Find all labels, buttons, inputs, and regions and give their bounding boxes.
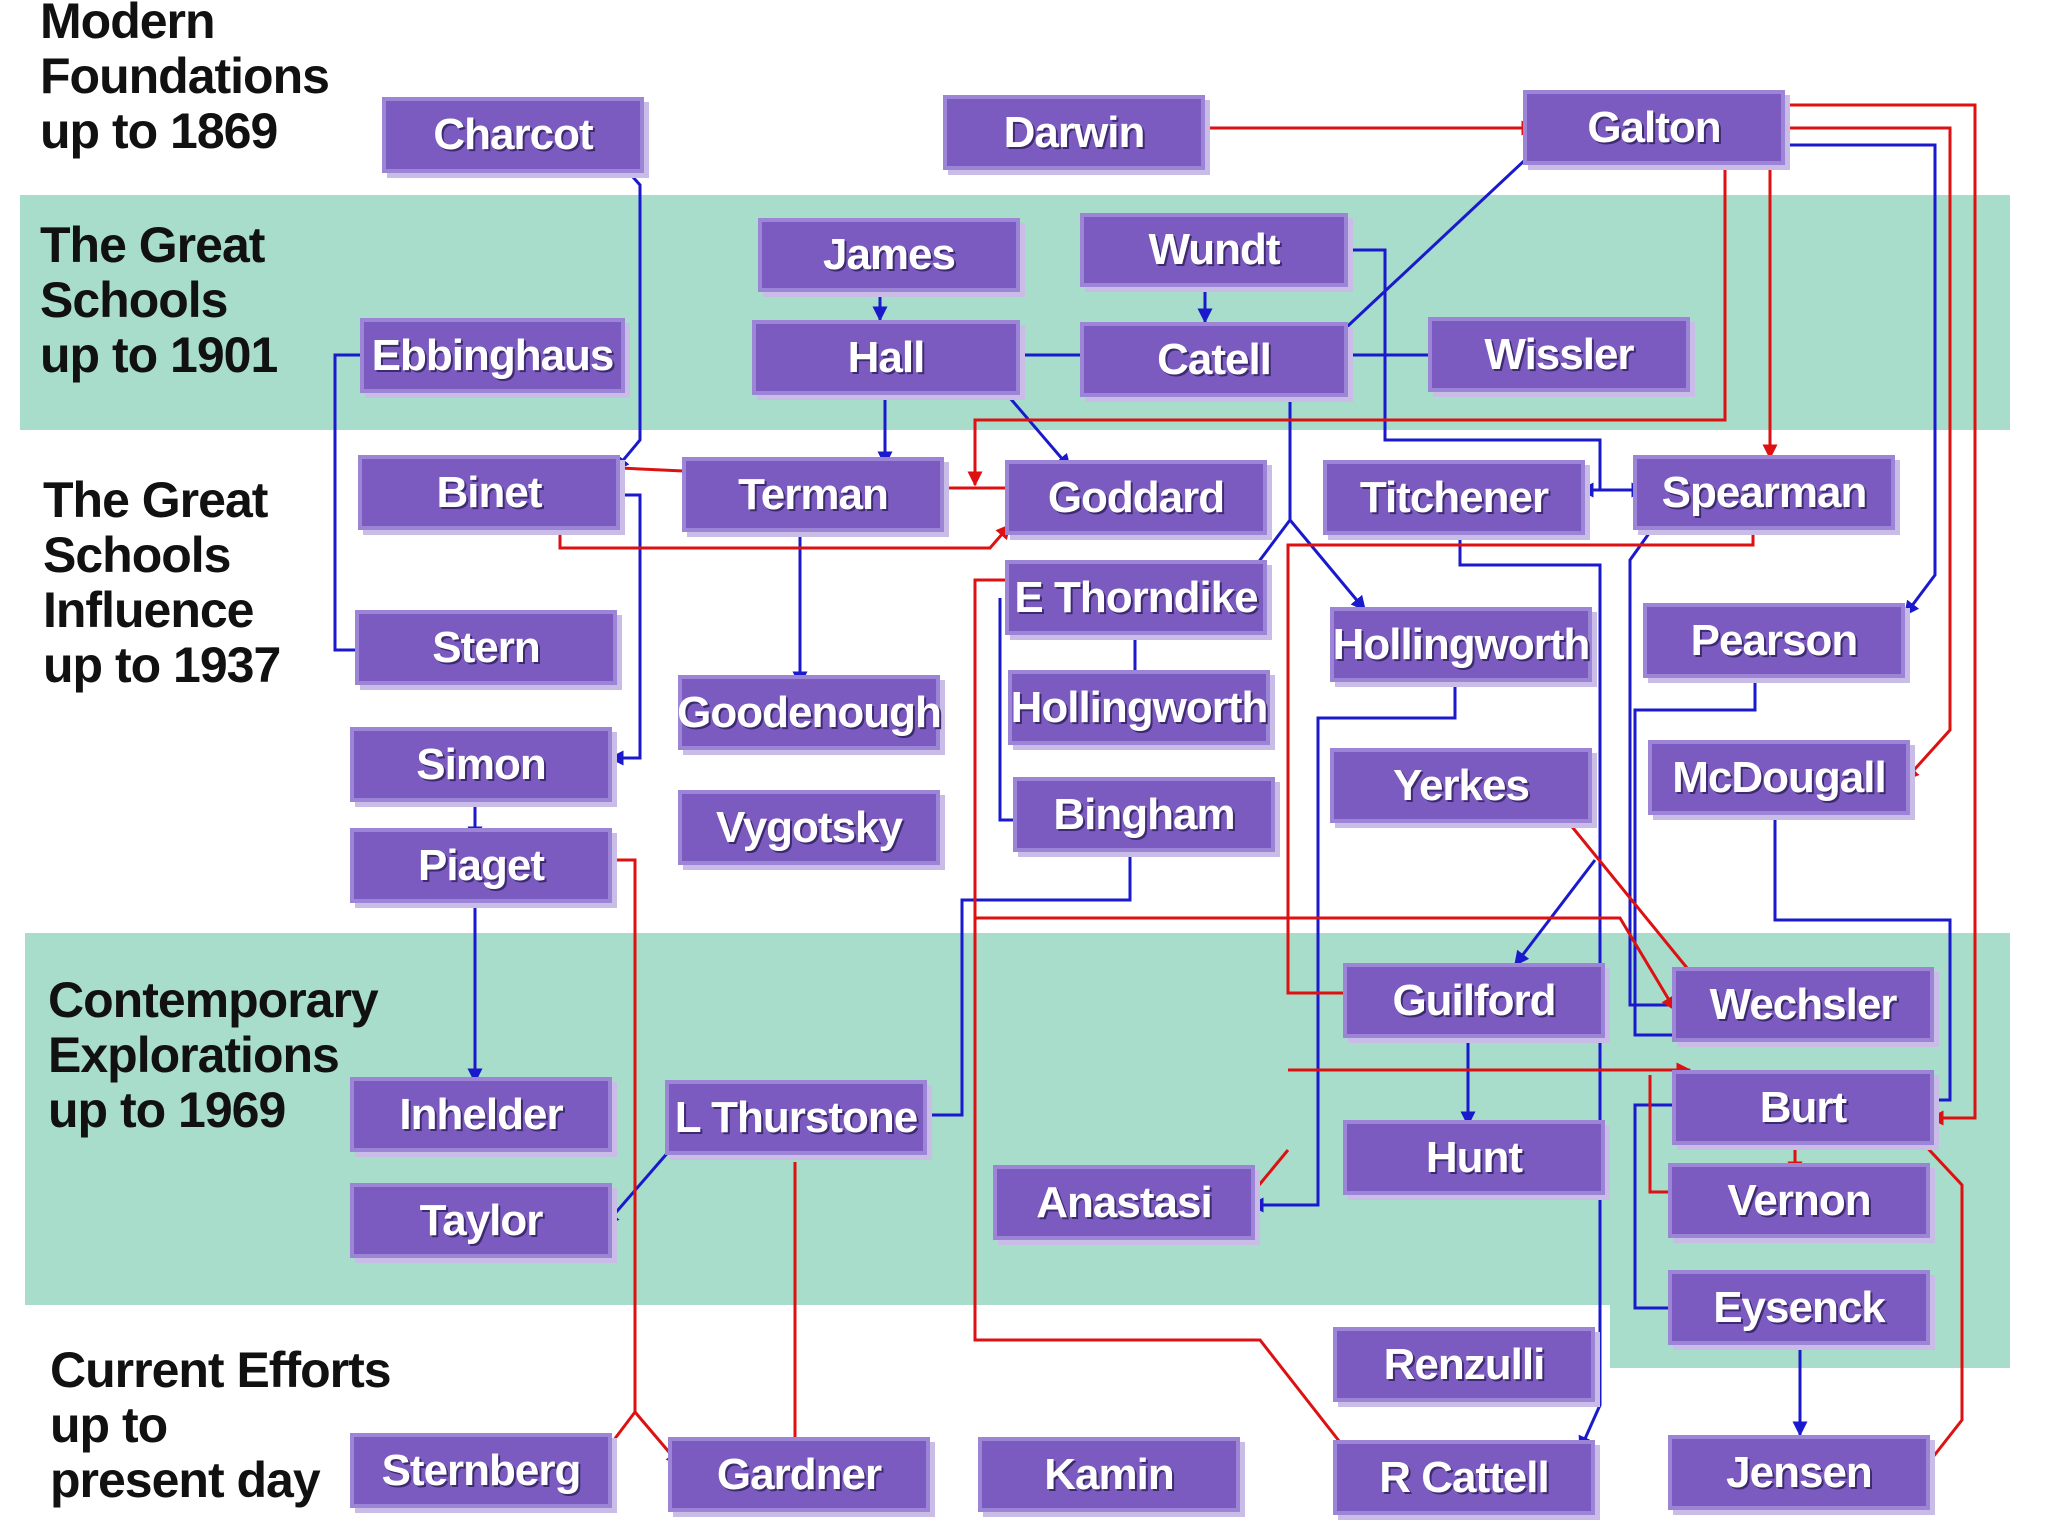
era-current: Current Efforts up to present day bbox=[50, 1343, 410, 1508]
node-titchener[interactable]: Titchener bbox=[1323, 460, 1585, 535]
node-taylor[interactable]: Taylor bbox=[350, 1183, 612, 1258]
link-galton-pearson bbox=[1785, 143, 1937, 617]
node-charcot[interactable]: Charcot bbox=[382, 97, 644, 173]
node-kamin[interactable]: Kamin bbox=[978, 1437, 1240, 1512]
link-spearman-guilford bbox=[1286, 525, 1755, 1001]
era-great-schools-influence-text: The Great Schools Influence up to 1937 bbox=[43, 472, 281, 693]
link-burt-jensen bbox=[1913, 1138, 1964, 1482]
node-yerkes[interactable]: Yerkes bbox=[1330, 748, 1592, 823]
era-current-text: Current Efforts up to present day bbox=[50, 1342, 392, 1508]
era-modern-foundations: Modern Foundations up to 1869 bbox=[40, 0, 360, 159]
node-ebbinghaus[interactable]: Ebbinghaus bbox=[360, 318, 625, 393]
node-hollingworth-mid[interactable]: Hollingworth bbox=[1008, 670, 1270, 745]
link-thurstone-taylor bbox=[603, 1149, 672, 1227]
node-bingham[interactable]: Bingham bbox=[1013, 777, 1275, 852]
node-inhelder[interactable]: Inhelder bbox=[350, 1077, 612, 1152]
link-galton-terman bbox=[967, 165, 1727, 487]
node-goddard[interactable]: Goddard bbox=[1005, 460, 1267, 535]
link-galton-burt bbox=[1785, 103, 1977, 1126]
node-wechsler[interactable]: Wechsler bbox=[1672, 967, 1934, 1042]
era-contemporary: Contemporary Explorations up to 1969 bbox=[48, 973, 408, 1138]
link-catell-hollingworth bbox=[1288, 519, 1367, 612]
node-eysenck[interactable]: Eysenck bbox=[1668, 1270, 1930, 1345]
node-hollingworth-right[interactable]: Hollingworth bbox=[1330, 607, 1592, 682]
era-great-schools-influence: The Great Schools Influence up to 1937 bbox=[43, 473, 363, 693]
node-hunt[interactable]: Hunt bbox=[1343, 1120, 1605, 1195]
link-yerkes-guilford bbox=[1513, 859, 1597, 967]
node-stern[interactable]: Stern bbox=[355, 610, 617, 685]
node-wundt[interactable]: Wundt bbox=[1080, 213, 1348, 287]
link-thorndike-wechsler bbox=[975, 916, 1677, 1012]
node-hall[interactable]: Hall bbox=[752, 320, 1020, 395]
node-binet[interactable]: Binet bbox=[358, 455, 620, 530]
node-jensen[interactable]: Jensen bbox=[1668, 1435, 1930, 1510]
link-charcot-binet bbox=[613, 167, 642, 472]
node-r-cattell[interactable]: R Cattell bbox=[1333, 1440, 1595, 1515]
node-vernon[interactable]: Vernon bbox=[1668, 1163, 1930, 1238]
node-james[interactable]: James bbox=[758, 218, 1020, 292]
node-l-thurstone[interactable]: L Thurstone bbox=[665, 1080, 927, 1155]
node-spearman[interactable]: Spearman bbox=[1633, 455, 1895, 530]
node-darwin[interactable]: Darwin bbox=[943, 95, 1205, 170]
era-great-schools-text: The Great Schools up to 1901 bbox=[40, 217, 278, 383]
node-sternberg[interactable]: Sternberg bbox=[350, 1433, 612, 1508]
link-mcdougall-burt bbox=[1773, 820, 1952, 1108]
link-burt-eysenck bbox=[1633, 1103, 1697, 1316]
era-great-schools: The Great Schools up to 1901 bbox=[40, 218, 360, 383]
node-burt[interactable]: Burt bbox=[1672, 1070, 1934, 1145]
link-titchener-rcattell bbox=[1458, 537, 1602, 1452]
link-hollingworth-anastasi bbox=[1248, 680, 1457, 1213]
node-gardner[interactable]: Gardner bbox=[668, 1437, 930, 1512]
link-hall-goddard bbox=[1008, 397, 1072, 470]
link-binet-goddard bbox=[558, 523, 1012, 550]
link-bingham-thurstone bbox=[916, 855, 1132, 1123]
node-terman[interactable]: Terman bbox=[682, 457, 944, 532]
link-galton-mcdougall bbox=[1785, 126, 1952, 782]
node-pearson[interactable]: Pearson bbox=[1643, 603, 1905, 678]
link-thorndike-rcattell bbox=[973, 578, 1352, 1457]
node-goodenough[interactable]: Goodenough bbox=[677, 675, 942, 750]
link-yerkes-wechsler bbox=[1558, 811, 1707, 992]
link-binet-simon bbox=[608, 493, 642, 766]
node-galton[interactable]: Galton bbox=[1523, 90, 1785, 165]
node-e-thorndike[interactable]: E Thorndike bbox=[1005, 560, 1267, 635]
node-simon[interactable]: Simon bbox=[350, 727, 612, 802]
node-piaget[interactable]: Piaget bbox=[350, 828, 612, 903]
link-galton-catell bbox=[1333, 158, 1527, 340]
era-modern-foundations-text: Modern Foundations up to 1869 bbox=[40, 0, 330, 159]
node-wissler[interactable]: Wissler bbox=[1428, 317, 1690, 392]
node-catell[interactable]: Catell bbox=[1080, 322, 1348, 397]
link-pearson-burt bbox=[1633, 680, 1757, 1043]
node-vygotsky[interactable]: Vygotsky bbox=[678, 790, 940, 865]
node-renzulli[interactable]: Renzulli bbox=[1333, 1327, 1595, 1402]
node-mcdougall[interactable]: McDougall bbox=[1648, 740, 1910, 815]
node-guilford[interactable]: Guilford bbox=[1343, 963, 1605, 1038]
node-anastasi[interactable]: Anastasi bbox=[993, 1165, 1255, 1240]
link-piaget-branch bbox=[615, 858, 637, 1412]
era-contemporary-text: Contemporary Explorations up to 1969 bbox=[48, 972, 379, 1138]
